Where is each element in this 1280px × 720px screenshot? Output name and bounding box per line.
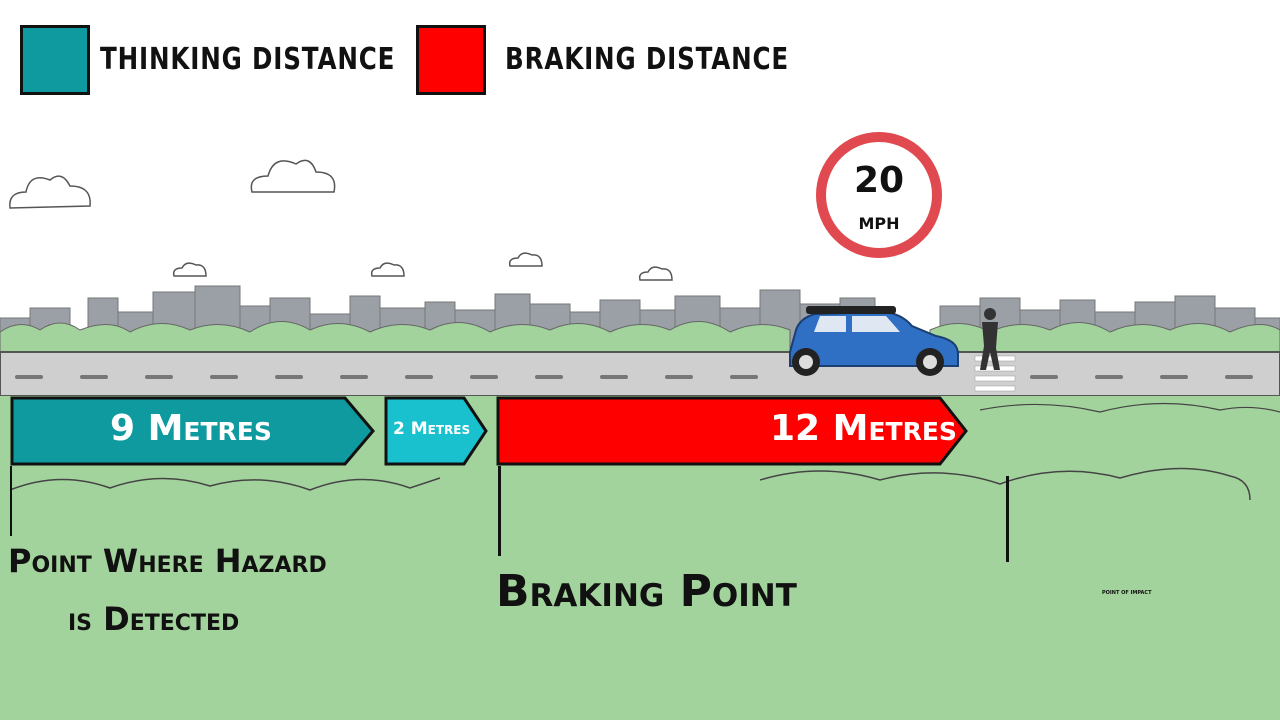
braking-legend-label: BRAKING DISTANCE	[505, 42, 790, 77]
pedestrian-icon	[980, 308, 1000, 370]
thinking-distance-extra-arrow	[384, 396, 488, 466]
car-icon	[789, 306, 959, 376]
road	[0, 351, 1280, 397]
bush-outline	[9, 467, 1251, 501]
braking-legend-swatch	[416, 25, 486, 95]
speed-limit-value: 20	[853, 160, 905, 201]
thinking-distance-main-arrow	[10, 396, 375, 466]
hazard-point-caption-line2: is Detected	[68, 600, 240, 638]
thinking-legend-swatch	[20, 25, 90, 95]
cloud-icon	[9, 159, 673, 281]
braking-point-tick	[498, 466, 501, 556]
hedge-row	[0, 321, 791, 361]
hazard-point-tick	[10, 466, 12, 536]
impact-point-caption: POINT OF IMPACT	[1102, 590, 1152, 596]
braking-distance-label: 12 Metres	[770, 408, 957, 449]
thinking-distance-extra-label: 2 Metres	[393, 419, 471, 439]
thinking-legend-label: THINKING DISTANCE	[100, 42, 396, 77]
braking-point-caption: Braking Point	[496, 566, 797, 617]
braking-distance-arrow	[496, 396, 968, 466]
speed-limit-unit: MPH	[858, 214, 900, 233]
impact-point-tick	[1006, 476, 1009, 562]
hazard-point-caption-line1: Point Where Hazard	[8, 542, 327, 580]
speed-limit-sign	[816, 132, 942, 258]
thinking-distance-main-label: 9 Metres	[110, 408, 272, 449]
road-lane-markings	[15, 375, 1253, 379]
